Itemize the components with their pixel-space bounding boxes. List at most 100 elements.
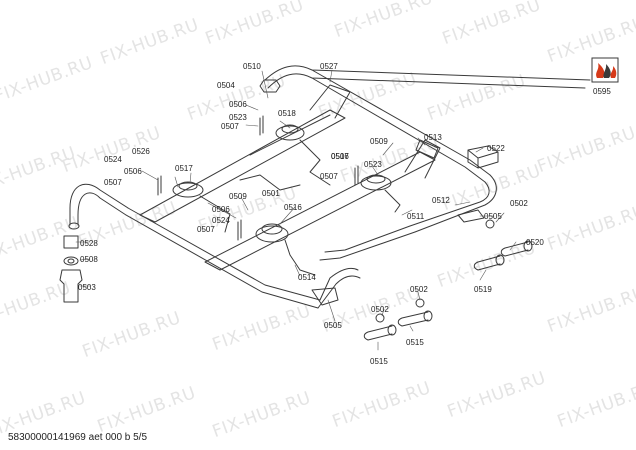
callout-0507: 0507 (197, 225, 215, 234)
burner-0518 (275, 125, 305, 141)
callout-0512: 0512 (432, 196, 450, 205)
valve-0515-right (397, 311, 429, 327)
callout-0528: 0528 (80, 239, 98, 248)
gas-line (384, 189, 401, 213)
callout-0509: 0509 (370, 137, 388, 146)
ignition-module (467, 145, 499, 169)
leader-lines (75, 69, 517, 351)
callout-0502: 0502 (410, 285, 428, 294)
frame-tube (311, 69, 491, 176)
valve-0515-left (363, 325, 393, 341)
gas-line (239, 174, 301, 191)
callout-0501: 0501 (262, 189, 280, 198)
washer-0508 (63, 256, 79, 266)
callout-0517: 0517 (175, 164, 193, 173)
support-bar (204, 151, 436, 271)
callout-0502: 0502 (510, 199, 528, 208)
callout-0523: 0523 (229, 113, 247, 122)
callout-0595: 0595 (593, 87, 611, 96)
frame-tube (311, 77, 486, 183)
burner-0517-left (172, 182, 204, 198)
support-bar (404, 139, 441, 179)
support-bar (309, 84, 351, 119)
callout-0524: 0524 (104, 155, 122, 164)
callout-0524: 0524 (212, 216, 230, 225)
gas-type-icon (591, 57, 619, 83)
callout-0507: 0507 (320, 172, 338, 181)
callout-0506: 0506 (331, 152, 349, 161)
callout-0506: 0506 (229, 100, 247, 109)
valve-0519-nut (495, 254, 505, 266)
callout-0511: 0511 (407, 212, 425, 221)
frame-tube (319, 267, 359, 301)
bracket-0505-right (457, 209, 485, 223)
callout-0506: 0506 (212, 205, 230, 214)
callout-0510: 0510 (243, 62, 261, 71)
gas-line (199, 195, 231, 233)
support-bar (249, 114, 331, 156)
bracket-0505-bottom (311, 287, 339, 306)
valve-0515-right-nut (423, 310, 433, 322)
gas-line (284, 239, 316, 276)
valve-0520-nut (523, 240, 533, 252)
callout-0518: 0518 (278, 109, 296, 118)
support-bar (139, 109, 346, 223)
burner-0517-right (360, 175, 392, 191)
frame-tube (317, 275, 361, 309)
callout-0522: 0522 (487, 144, 505, 153)
callout-0507: 0507 (104, 178, 122, 187)
callout-0513: 0513 (424, 133, 442, 142)
burner-0517-right-cap (366, 174, 386, 184)
ignition-pin (354, 165, 359, 186)
injector-0502-a (485, 219, 495, 229)
burner-0517-left-cap (178, 181, 198, 191)
ignition-pin (157, 175, 162, 196)
callout-0523: 0523 (364, 160, 382, 169)
gas-line (299, 139, 331, 186)
frame-tube (267, 73, 586, 89)
callout-0515: 0515 (370, 357, 388, 366)
nut-0504 (259, 79, 281, 93)
callout-0507: 0507 (221, 122, 239, 131)
pipe-stub (69, 207, 79, 226)
callout-0517: 0517 (331, 152, 349, 161)
callout-0515: 0515 (406, 338, 424, 347)
callout-0502: 0502 (371, 305, 389, 314)
ignition-pin (237, 219, 242, 241)
callout-0504: 0504 (217, 81, 235, 90)
burner-0518-cap (281, 124, 299, 134)
injector-0502-c (375, 313, 385, 323)
callout-0519: 0519 (474, 285, 492, 294)
burner-0501 (255, 225, 289, 243)
frame-tube (125, 214, 319, 309)
connector-0513 (415, 139, 439, 159)
callout-0526: 0526 (132, 147, 150, 156)
frame-tube (414, 174, 497, 233)
callout-0509: 0509 (229, 192, 247, 201)
valve-0515-left-nut (387, 324, 397, 336)
callout-0505: 0505 (484, 212, 502, 221)
frame-tube (69, 183, 129, 209)
frame-tube (127, 207, 321, 301)
fitting-0503 (59, 269, 83, 303)
frame-tube (77, 192, 127, 216)
frame-tube (409, 181, 490, 227)
callout-0506: 0506 (124, 167, 142, 176)
burner-0501-cap (261, 223, 283, 235)
callout-0520: 0520 (526, 238, 544, 247)
ignition-pin (259, 115, 264, 136)
washer-0508-hole (67, 258, 75, 264)
callout-0508: 0508 (80, 255, 98, 264)
pipe-end (68, 222, 80, 230)
drawing-number: 58300000141969 aet 000 b 5/5 (8, 432, 148, 443)
callout-0516: 0516 (284, 203, 302, 212)
callout-0514: 0514 (298, 273, 316, 282)
frame-tube (319, 231, 416, 261)
valve-0520 (500, 241, 529, 257)
callout-0527: 0527 (320, 62, 338, 71)
frame-tube (324, 225, 411, 253)
callout-0505: 0505 (324, 321, 342, 330)
